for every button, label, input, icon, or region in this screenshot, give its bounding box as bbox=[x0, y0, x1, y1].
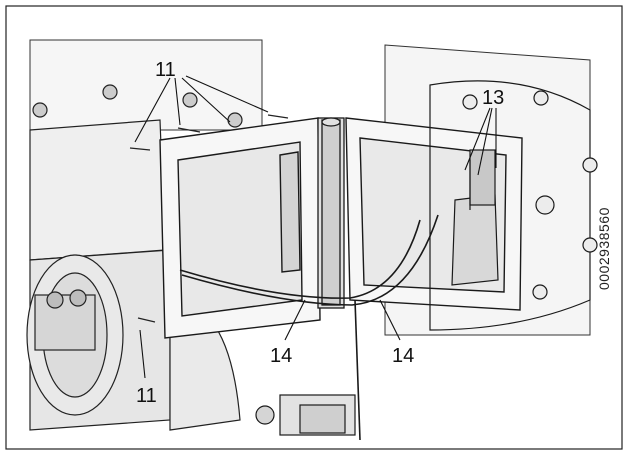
ignition-cables bbox=[179, 214, 439, 441]
callout-14-right: 14 bbox=[392, 345, 414, 367]
connector-block bbox=[255, 394, 356, 436]
callout-14-left: 14 bbox=[270, 345, 292, 367]
callout-11-top: 11 bbox=[155, 59, 176, 81]
left-flange bbox=[159, 117, 321, 339]
electrode-assembly bbox=[451, 149, 499, 286]
leader-lines bbox=[134, 75, 497, 379]
document-id: 0002938560 bbox=[596, 207, 612, 290]
studs-11 bbox=[32, 84, 289, 323]
burner-body bbox=[26, 119, 241, 431]
callout-11-bottom: 11 bbox=[136, 385, 157, 407]
mount-plate bbox=[429, 80, 598, 331]
callout-13: 13 bbox=[482, 87, 504, 109]
hinge bbox=[317, 117, 345, 309]
